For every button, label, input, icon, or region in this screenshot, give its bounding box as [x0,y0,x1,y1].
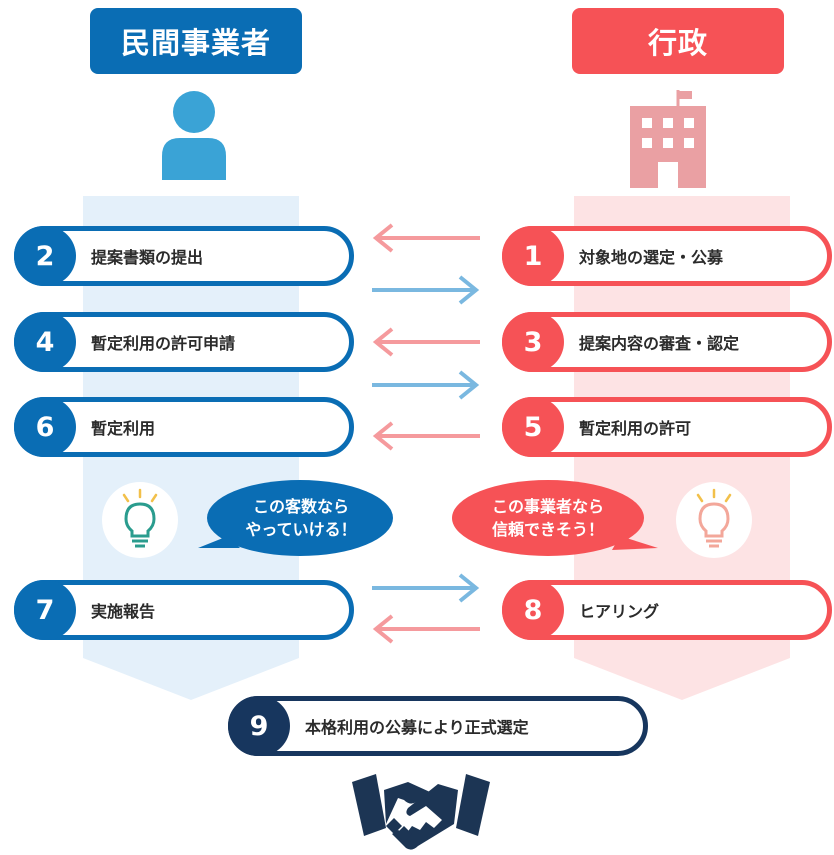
private-header: 民間事業者 [90,8,302,74]
step-label: 暫定利用の許可 [579,419,692,438]
private-speech-bubble: この客数なら やっていける！ [208,480,394,556]
step-7: 7 実施報告 [14,580,354,640]
step-label: 提案書類の提出 [91,248,204,267]
building-icon [630,90,706,188]
lightbulb-icon [102,482,178,558]
step-number: 3 [502,312,564,372]
step-label: 提案内容の審査・認定 [579,334,740,353]
step-number: 6 [14,397,76,457]
step-number: 9 [228,696,290,756]
government-header: 行政 [572,8,784,74]
step-label: 実施報告 [91,602,156,621]
private-header-label: 民間事業者 [120,26,271,60]
handshake-icon [352,774,490,850]
bubble-text: 信頼できそう！ [491,520,604,539]
step-2: 2 提案書類の提出 [14,226,354,286]
step-label: 暫定利用の許可申請 [91,334,236,353]
step-number: 2 [14,226,76,286]
step-label: ヒアリング [579,602,660,621]
step-6: 6 暫定利用 [14,397,354,457]
lightbulb-icon [676,482,752,558]
step-label: 暫定利用 [91,419,156,438]
step-number: 1 [502,226,564,286]
step-number: 7 [14,580,76,640]
bubble-text: この客数なら [252,497,349,516]
step-1: 1 対象地の選定・公募 [502,226,832,286]
step-number: 8 [502,580,564,640]
step-5: 5 暫定利用の許可 [502,397,832,457]
government-speech-bubble: この事業者なら 信頼できそう！ [452,480,644,556]
step-4: 4 暫定利用の許可申請 [14,312,354,372]
step-9: 9 本格利用の公募により正式選定 [228,696,648,756]
bubble-text: この事業者なら [491,497,604,516]
step-number: 5 [502,397,564,457]
step-number: 4 [14,312,76,372]
person-icon [162,91,226,180]
step-label: 本格利用の公募により正式選定 [305,718,529,737]
step-8: 8 ヒアリング [502,580,832,640]
step-3: 3 提案内容の審査・認定 [502,312,832,372]
government-header-label: 行政 [647,26,708,60]
step-label: 対象地の選定・公募 [579,248,724,267]
bubble-text: やっていける！ [245,520,357,539]
